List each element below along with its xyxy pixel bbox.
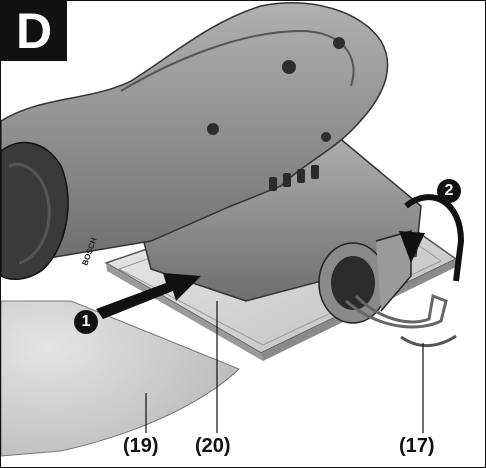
sandpaper-sheet	[1, 300, 240, 457]
step-1-badge: 1	[74, 310, 98, 334]
callout-20: (20)	[195, 435, 231, 457]
insert-arrow	[96, 273, 201, 319]
panel-letter: D	[1, 1, 67, 61]
clamp-lever	[345, 293, 448, 329]
press-arrow	[404, 194, 465, 282]
step-2-badge: 2	[437, 179, 461, 203]
callout-17: (17)	[399, 435, 435, 457]
front-opening	[1, 141, 69, 281]
callout-19: (19)	[123, 435, 159, 457]
